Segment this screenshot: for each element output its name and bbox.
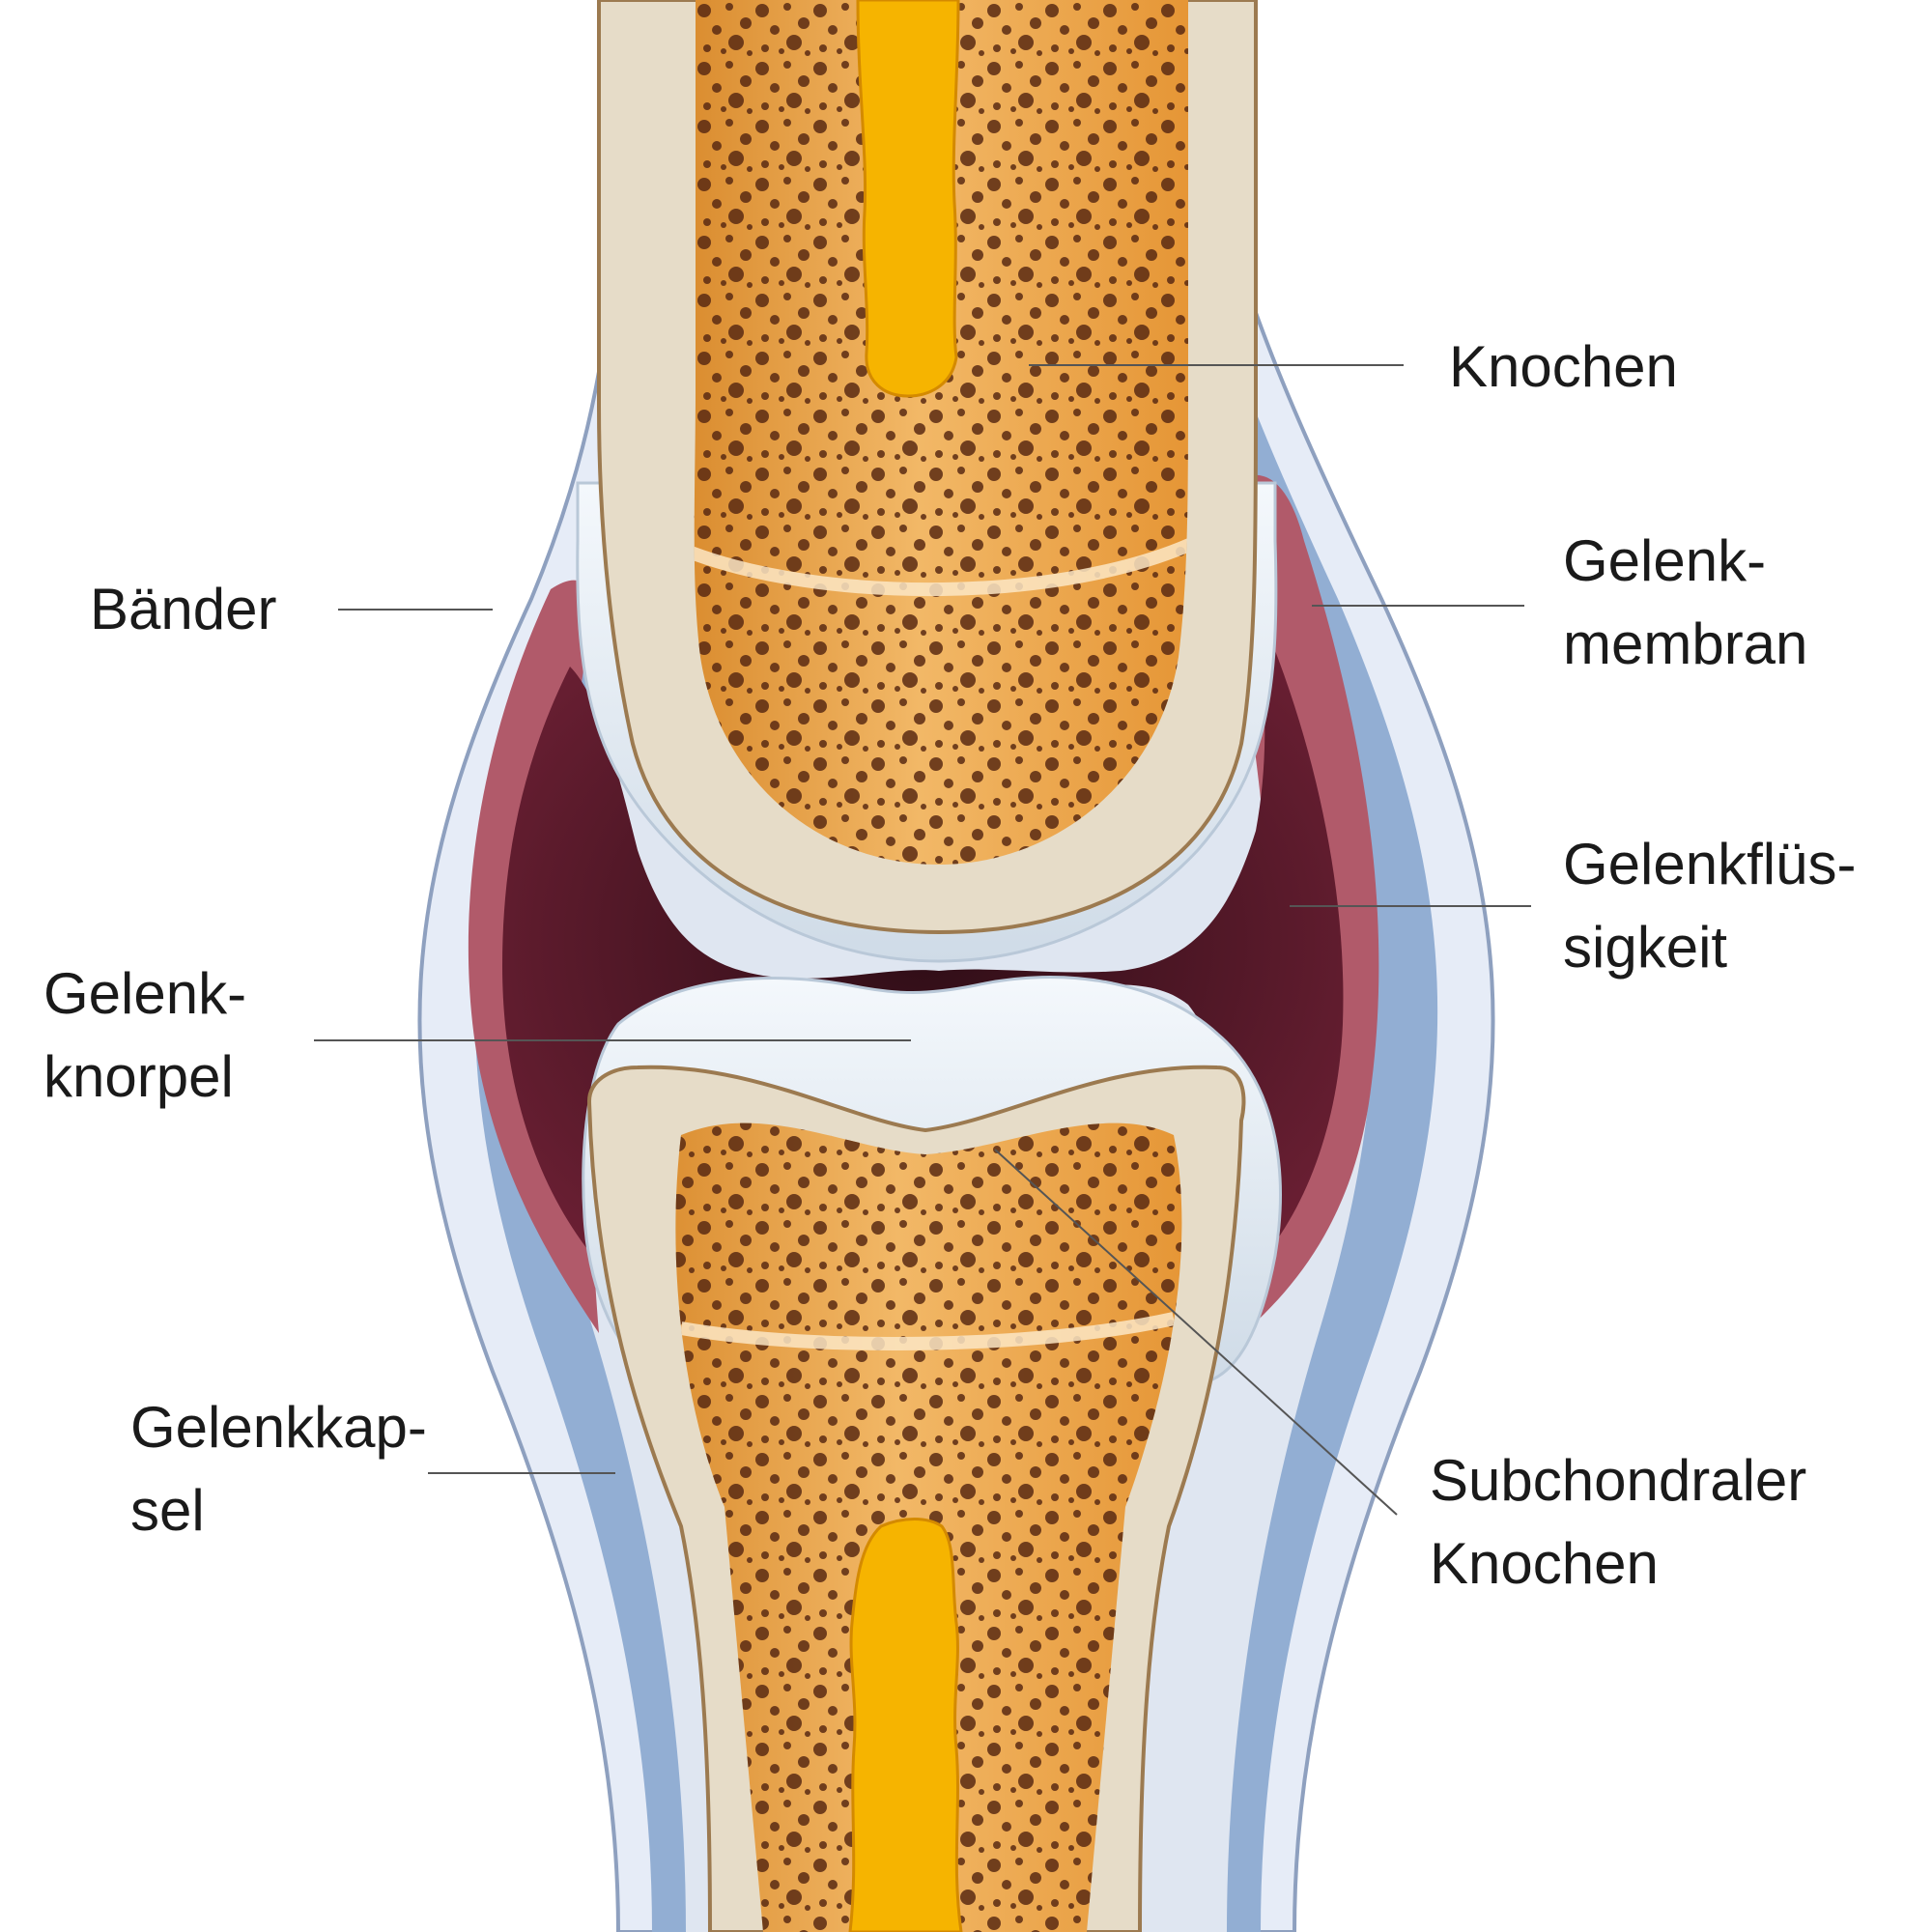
label-gelenkfluessigkeit: Gelenkflüs- sigkeit — [1563, 832, 1857, 980]
label-gelenkkapsel: Gelenkkap- sel — [130, 1395, 427, 1543]
label-subchondraler-knochen: Subchondraler Knochen — [1430, 1448, 1807, 1596]
lower-marrow — [848, 1518, 963, 1932]
leader-subchondraler-knochen — [994, 1149, 1398, 1516]
upper-marrow — [856, 0, 960, 398]
leader-lines — [314, 364, 1531, 1516]
label-knochen: Knochen — [1449, 334, 1678, 399]
label-baender: Bänder — [90, 577, 277, 641]
label-gelenkknorpel: Gelenk- knorpel — [43, 961, 247, 1109]
label-gelenkmembran: Gelenk- membran — [1563, 528, 1808, 676]
